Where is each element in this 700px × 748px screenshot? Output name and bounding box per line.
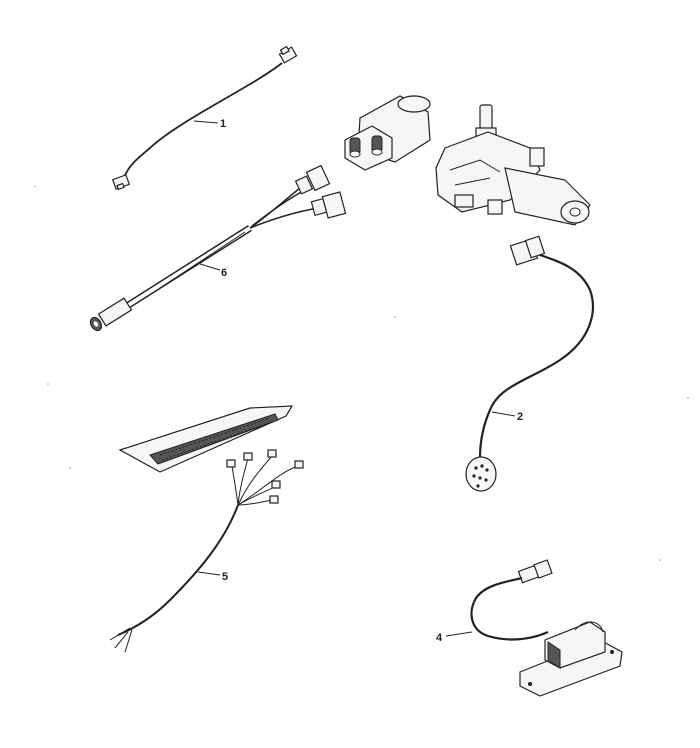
lamp-connector-icon xyxy=(517,559,553,584)
brake-light-terminals-icon xyxy=(226,449,304,504)
harness-connector-lower-icon xyxy=(310,191,347,219)
leader-line-6 xyxy=(199,263,221,271)
part-2-motor-cable xyxy=(465,235,594,492)
callout-4: 4 xyxy=(436,632,443,644)
round-plug-icon xyxy=(89,297,133,332)
leader-line-1 xyxy=(193,120,219,124)
callout-1: 1 xyxy=(220,118,226,130)
led-strip-icon xyxy=(159,417,273,461)
cable-2-connector-icon xyxy=(509,235,546,266)
connector-top-icon xyxy=(278,45,298,64)
callout-6: 6 xyxy=(221,267,227,279)
brake-light-wires xyxy=(231,455,299,506)
leader-line-2 xyxy=(491,411,516,417)
scan-speckles xyxy=(34,185,689,561)
round-socket-icon xyxy=(472,464,489,488)
connector-bottom-icon xyxy=(111,174,131,191)
harness-connector-upper-icon xyxy=(294,164,331,195)
ignition-coil-icon xyxy=(344,95,431,171)
part-4-plate-lamp xyxy=(470,559,623,697)
wiper-motor-icon xyxy=(435,104,591,226)
part-6-harness xyxy=(89,164,347,332)
callout-5: 5 xyxy=(222,571,228,583)
leader-line-5 xyxy=(197,571,221,576)
part-1-jumper-cable xyxy=(111,45,298,191)
callout-2: 2 xyxy=(517,411,523,423)
leader-line-4 xyxy=(445,631,473,637)
part-5-brake-light xyxy=(109,405,304,653)
